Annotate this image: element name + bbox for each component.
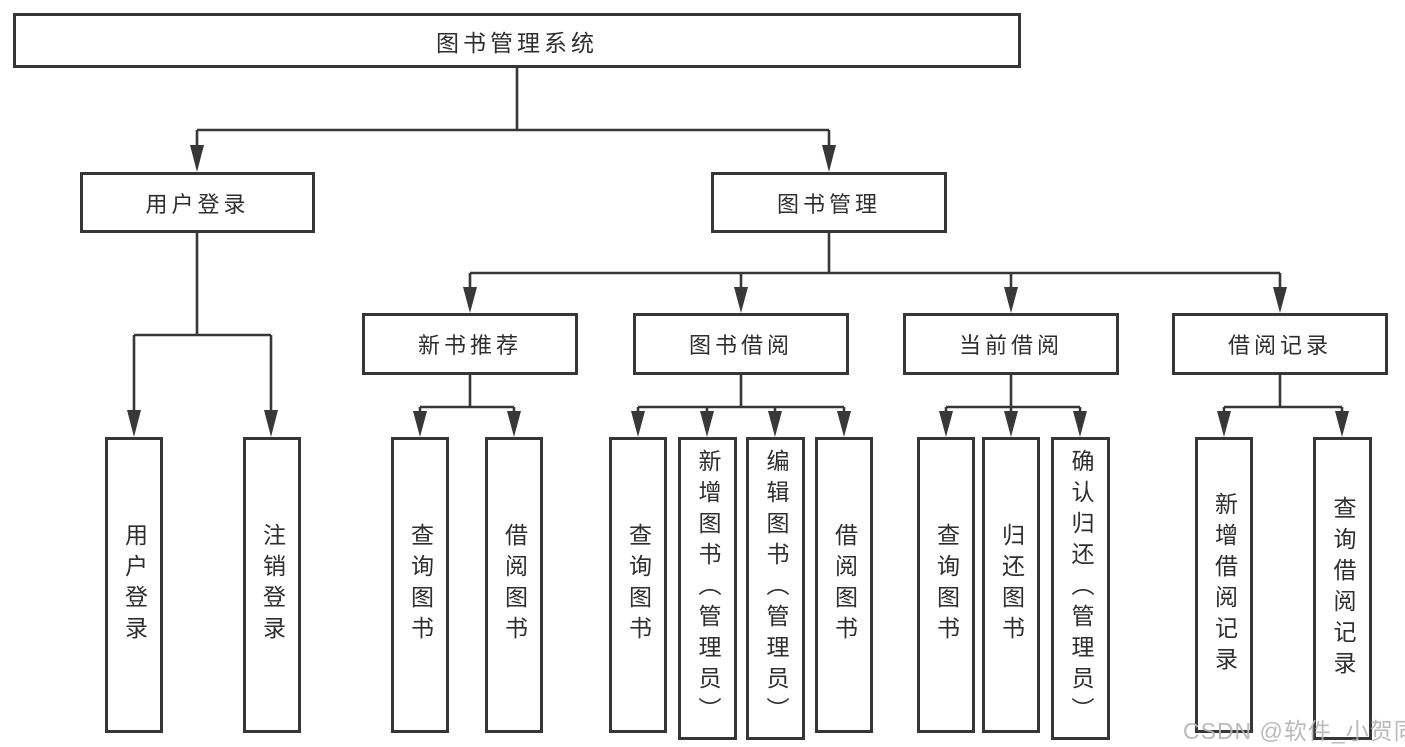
- node-book-borrowing: 图书借阅: [633, 313, 849, 375]
- node-leaf-query-books-recommend: 查询图书: [391, 437, 449, 733]
- node-leaf-query-borrow-record-label: 查询借阅记录: [1330, 495, 1357, 682]
- node-borrow-records-label: 借阅记录: [1227, 333, 1332, 358]
- node-leaf-confirm-return-admin: 确认归还（管理员）: [1051, 437, 1110, 740]
- node-leaf-logout: 注销登录: [243, 437, 301, 733]
- node-leaf-user-login-label: 用户登录: [121, 523, 148, 647]
- csdn-watermark: CSDN @软件_小贺同学: [1183, 718, 1405, 744]
- node-new-book-recommend: 新书推荐: [362, 313, 578, 375]
- node-leaf-borrow-books-borrowing-label: 借阅图书: [831, 523, 858, 647]
- node-leaf-confirm-return-admin-label: 确认归还（管理员）: [1068, 449, 1095, 728]
- node-leaf-query-books-borrowing-label: 查询图书: [625, 523, 652, 647]
- node-leaf-edit-book-admin: 编辑图书（管理员）: [746, 437, 805, 740]
- node-leaf-query-books-current: 查询图书: [917, 437, 975, 733]
- node-leaf-query-borrow-record: 查询借阅记录: [1313, 437, 1372, 740]
- node-leaf-query-books-current-label: 查询图书: [933, 523, 960, 647]
- connector-paths: [132, 68, 1344, 413]
- node-current-borrowing: 当前借阅: [903, 313, 1119, 375]
- node-user-login-label: 用户登录: [145, 191, 250, 217]
- node-user-login: 用户登录: [80, 172, 315, 233]
- node-leaf-query-books-borrowing: 查询图书: [609, 437, 667, 733]
- node-leaf-borrow-books-borrowing: 借阅图书: [815, 437, 873, 733]
- node-book-management-label: 图书管理: [776, 191, 881, 217]
- node-leaf-edit-book-admin-label: 编辑图书（管理员）: [763, 449, 790, 728]
- node-leaf-add-borrow-record-label: 新增借阅记录: [1211, 492, 1238, 678]
- node-book-borrowing-label: 图书借阅: [688, 333, 793, 358]
- node-leaf-add-book-admin-label: 新增图书（管理员）: [695, 449, 722, 728]
- node-leaf-borrow-books-recommend-label: 借阅图书: [501, 523, 528, 647]
- node-book-management: 图书管理: [711, 172, 947, 233]
- node-leaf-borrow-books-recommend: 借阅图书: [485, 437, 543, 733]
- node-root: 图书管理系统: [13, 13, 1021, 68]
- node-leaf-return-book-label: 归还图书: [998, 523, 1025, 647]
- node-leaf-return-book: 归还图书: [982, 437, 1040, 733]
- node-new-book-recommend-label: 新书推荐: [417, 333, 522, 358]
- node-leaf-add-book-admin: 新增图书（管理员）: [678, 437, 737, 740]
- node-borrow-records: 借阅记录: [1172, 313, 1388, 375]
- node-current-borrowing-label: 当前借阅: [958, 333, 1063, 358]
- node-leaf-query-books-recommend-label: 查询图书: [407, 523, 434, 647]
- node-leaf-user-login: 用户登录: [105, 437, 163, 733]
- arrowheads: [127, 145, 1349, 437]
- node-leaf-logout-label: 注销登录: [259, 523, 286, 647]
- node-leaf-add-borrow-record: 新增借阅记录: [1195, 437, 1253, 733]
- node-root-label: 图书管理系统: [436, 29, 598, 56]
